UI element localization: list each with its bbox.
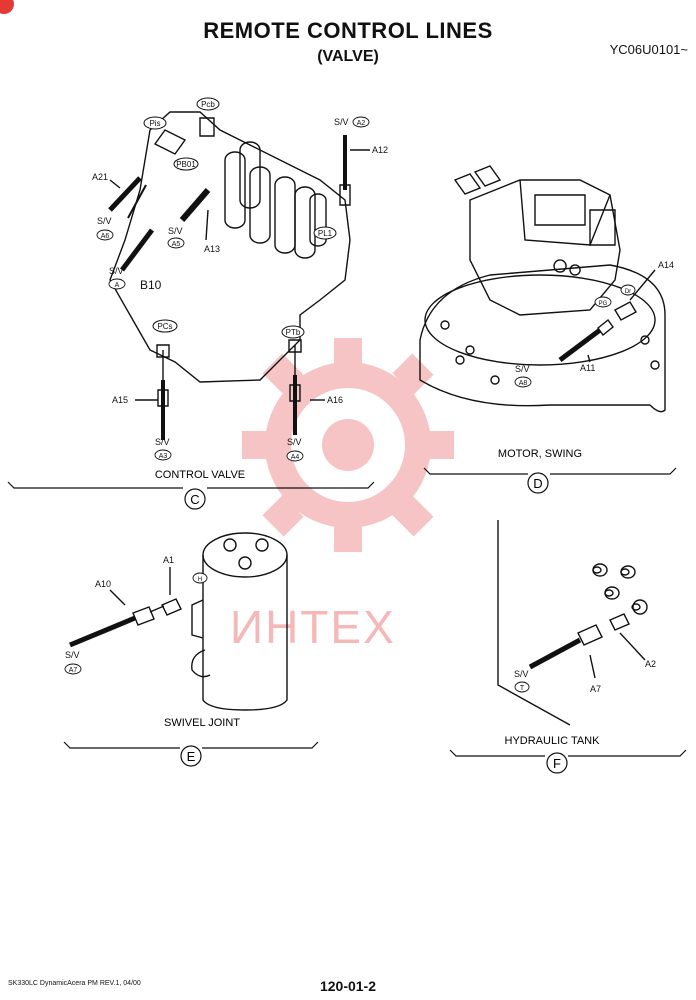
- sv-code-a7: A7: [69, 667, 78, 674]
- hose-label-a10: A10: [95, 579, 111, 589]
- port-label-pcs: PCs: [157, 322, 172, 331]
- hose-label-a12: A12: [372, 145, 388, 155]
- hose-label-a13: A13: [204, 244, 220, 254]
- hose-label-a11: A11: [580, 363, 595, 373]
- sv-label-a2: S/V: [334, 117, 349, 127]
- hose-label-a1: A1: [163, 555, 174, 565]
- section-e-caption: SWIVEL JOINT: [164, 717, 240, 729]
- section-d-letter: D: [533, 476, 542, 491]
- sv-label-a6: S/V: [97, 216, 112, 226]
- section-f-letter: F: [553, 756, 561, 771]
- section-d-motor-swing: Dr PG A14 A11 S/V A8 MOTOR, SWING D: [419, 165, 677, 494]
- section-e-letter: E: [187, 749, 196, 764]
- hose-label-a2: A2: [645, 659, 656, 669]
- page-title: REMOTE CONTROL LINES: [203, 18, 493, 43]
- hose-label-b10: B10: [140, 278, 162, 292]
- hose-label-a14: A14: [658, 260, 674, 270]
- footer-page-number: 120-01-2: [319, 978, 377, 994]
- document-id: YC06U0101~: [609, 42, 688, 57]
- section-c-control-valve: Pis Pcb PB01 PL1 PCs PTb A21 A12 A13 A15…: [7, 97, 388, 510]
- page-subtitle: (VALVE): [317, 48, 379, 65]
- section-d-caption: MOTOR, SWING: [498, 448, 582, 460]
- port-label-dr: Dr: [625, 289, 631, 295]
- sv-code-t: T: [520, 685, 525, 692]
- port-label-ptb: PTb: [286, 328, 301, 337]
- sv-code-a2: A2: [357, 120, 366, 127]
- sv-code-a6: A6: [101, 233, 110, 240]
- sv-code-a3: A3: [159, 453, 168, 460]
- sv-code-a8: A8: [519, 380, 528, 387]
- notification-badge: [0, 0, 14, 14]
- footer-manual-ref: SK330LC DynamicAcera PM REV.1, 04/00: [8, 980, 141, 987]
- sv-code-a5: A5: [172, 241, 181, 248]
- sv-label-a4: S/V: [287, 437, 302, 447]
- port-label-pcb: Pcb: [201, 100, 215, 109]
- port-label-pis: Pis: [149, 119, 160, 128]
- watermark-gear-icon: [242, 338, 454, 552]
- watermark-text: ИНТЕХ: [230, 601, 396, 653]
- sv-code-a: A: [115, 282, 120, 289]
- hose-label-a21: A21: [92, 172, 108, 182]
- sv-label-a7: S/V: [65, 650, 80, 660]
- port-label-pg: PG: [599, 301, 608, 307]
- section-c-caption: CONTROL VALVE: [155, 469, 245, 481]
- sv-code-a4: A4: [291, 454, 300, 461]
- hose-label-a16: A16: [327, 395, 343, 405]
- section-c-letter: C: [190, 492, 199, 507]
- sv-label-a: S/V: [109, 266, 124, 276]
- sv-label-a3: S/V: [155, 437, 170, 447]
- section-e-swivel-joint: A1 A10 H S/V A7 SWIVEL JOINT E: [63, 532, 319, 767]
- hose-label-a7: A7: [590, 684, 601, 694]
- sv-label-t: S/V: [514, 669, 529, 679]
- sv-label-a5: S/V: [168, 226, 183, 236]
- port-label-pb01: PB01: [176, 160, 196, 169]
- section-f-hydraulic-tank: A2 A7 S/V T HYDRAULIC TANK F: [449, 520, 687, 774]
- section-f-caption: HYDRAULIC TANK: [505, 735, 601, 747]
- port-label-h: H: [198, 577, 202, 583]
- hose-label-a15: A15: [112, 395, 128, 405]
- port-label-pl1: PL1: [318, 229, 333, 238]
- sv-label-a8: S/V: [515, 364, 530, 374]
